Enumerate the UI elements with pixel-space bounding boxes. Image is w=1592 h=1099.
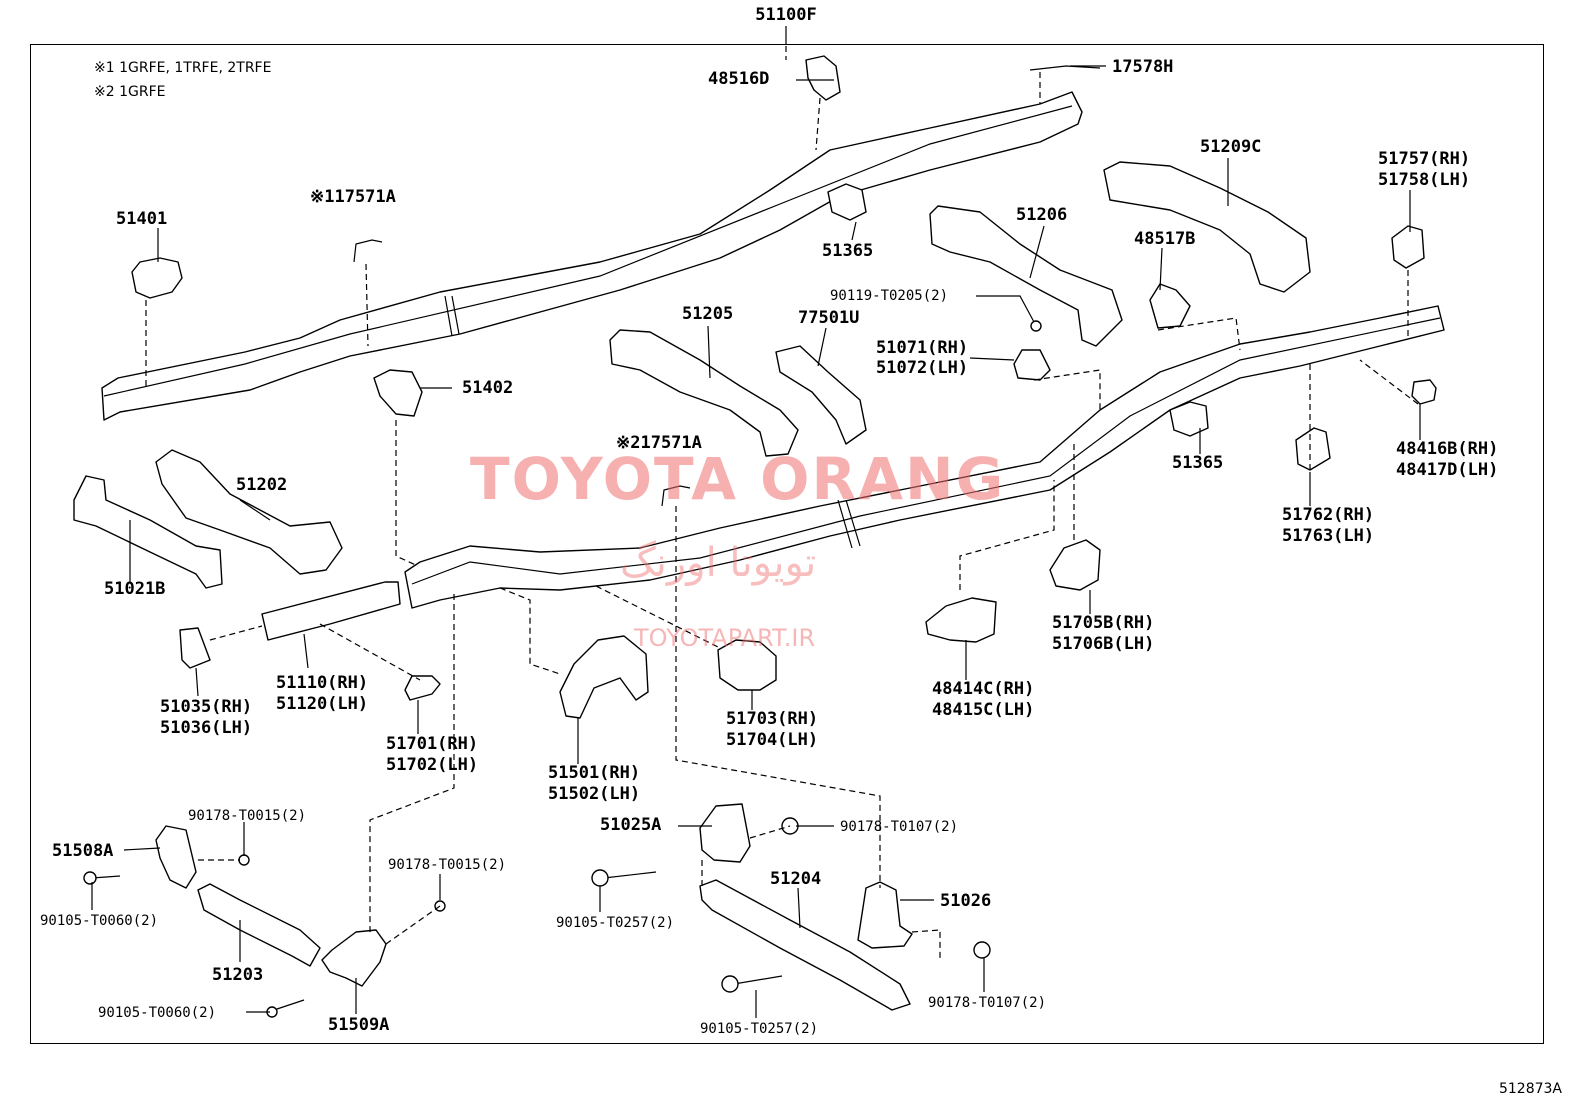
part-label: 51509A xyxy=(328,1015,390,1035)
part-label: 17578H xyxy=(1112,57,1174,77)
part-label: 51758(LH) xyxy=(1378,170,1471,190)
figure-code: 512873A xyxy=(1498,1081,1562,1097)
part-label: 51025A xyxy=(600,815,662,835)
part-label: 51026 xyxy=(940,891,992,911)
part-label: 51502(LH) xyxy=(548,784,641,804)
part-label: ※217571A xyxy=(616,433,702,453)
part-label: 51763(LH) xyxy=(1282,526,1375,546)
part-label: 90105-T0060(2) xyxy=(98,1005,217,1021)
part-label: ※117571A xyxy=(310,187,396,207)
part-label: 51072(LH) xyxy=(876,358,969,378)
part-label: 90105-T0257(2) xyxy=(556,915,675,931)
part-label: 51508A xyxy=(52,841,114,861)
part-label: 48416B(RH) xyxy=(1396,439,1499,459)
part-label: 48516D xyxy=(708,69,770,89)
part-label: 51035(RH) xyxy=(160,697,253,717)
diagram-frame xyxy=(30,44,1544,1044)
part-label: 51705B(RH) xyxy=(1052,613,1155,633)
part-label: 90178-T0015(2) xyxy=(388,857,507,873)
part-label: 51206 xyxy=(1016,205,1068,225)
part-label: 51762(RH) xyxy=(1282,505,1375,525)
frame-rail-rh xyxy=(101,91,1083,421)
part-label: 48414C(RH) xyxy=(932,679,1035,699)
part-label: 48517B xyxy=(1134,229,1196,249)
part-label: 90178-T0107(2) xyxy=(840,819,959,835)
part-label: 51204 xyxy=(770,869,822,889)
part-label: 51021B xyxy=(104,579,166,599)
part-label: 90178-T0107(2) xyxy=(928,995,1047,1011)
part-label: 51757(RH) xyxy=(1378,149,1471,169)
part-label: 51402 xyxy=(462,378,514,398)
note-1: ※1 1GRFE, 1TRFE, 2TRFE xyxy=(94,60,272,76)
part-label: 51702(LH) xyxy=(386,755,479,775)
part-label: 51036(LH) xyxy=(160,718,253,738)
part-label: 51110(RH) xyxy=(276,673,369,693)
part-label: 90105-T0060(2) xyxy=(40,913,159,929)
part-label: 51365 xyxy=(822,241,874,261)
part-label: 51209C xyxy=(1200,137,1262,157)
part-label: 51120(LH) xyxy=(276,694,369,714)
part-label: 51203 xyxy=(212,965,264,985)
part-label: 90178-T0015(2) xyxy=(188,808,307,824)
watermark-brand: TOYOTA ORANG xyxy=(470,445,1006,513)
part-label: 51501(RH) xyxy=(548,763,641,783)
main-assembly-label: 51100F xyxy=(755,5,817,25)
part-label: 51701(RH) xyxy=(386,734,479,754)
watermark-persian: تویوتا اورنگ xyxy=(620,540,817,586)
note-2: ※2 1GRFE xyxy=(94,84,166,100)
part-label: 48415C(LH) xyxy=(932,700,1035,720)
part-label: 51205 xyxy=(682,304,734,324)
part-label: 51071(RH) xyxy=(876,338,969,358)
part-label: 51704(LH) xyxy=(726,730,819,750)
part-label: 51202 xyxy=(236,475,288,495)
watermark-url: TOYOTAPART.IR xyxy=(634,624,816,652)
part-label: 48417D(LH) xyxy=(1396,460,1499,480)
part-label: 90119-T0205(2) xyxy=(830,288,949,304)
part-label: 51703(RH) xyxy=(726,709,819,729)
part-label: 51401 xyxy=(116,209,168,229)
part-label: 51365 xyxy=(1172,453,1224,473)
part-label: 51706B(LH) xyxy=(1052,634,1155,654)
part-label: 77501U xyxy=(798,308,860,328)
part-label: 90105-T0257(2) xyxy=(700,1021,819,1037)
frame-rail-lh xyxy=(404,305,1445,609)
